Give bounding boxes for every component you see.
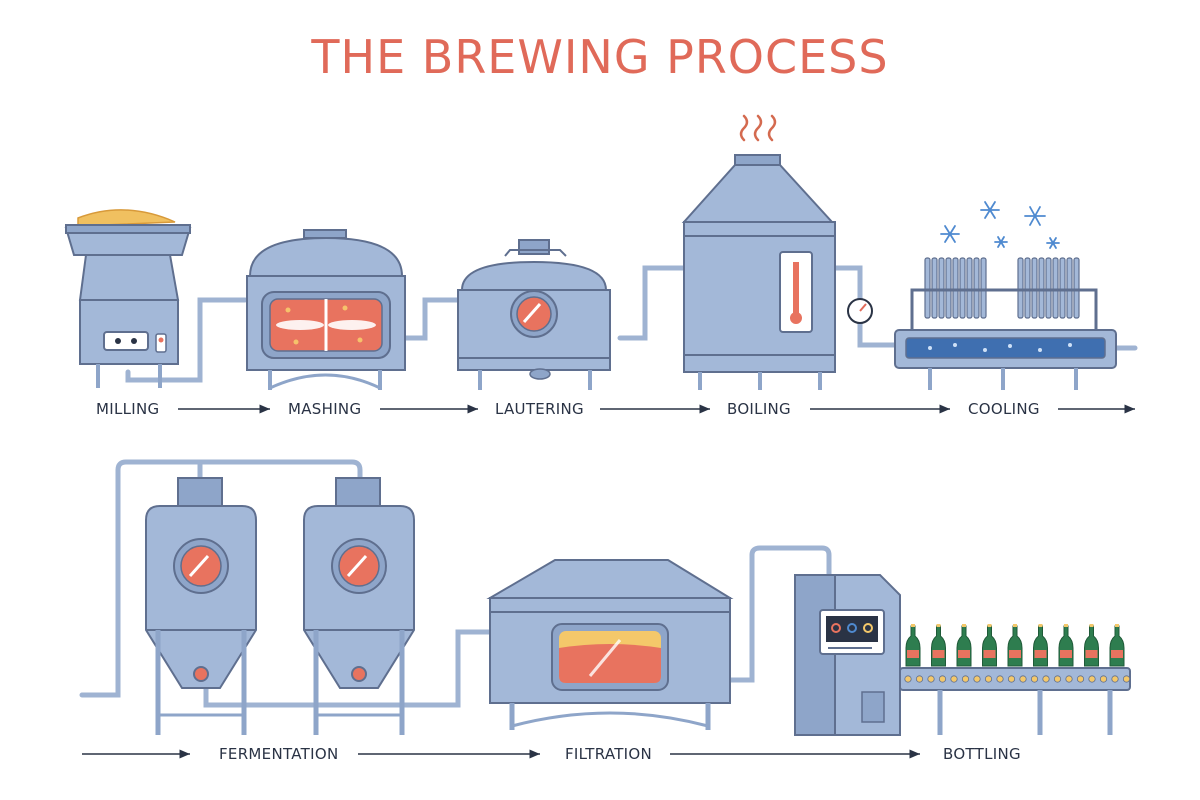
beer-bottle-icon (931, 624, 946, 667)
cooling-unit (894, 201, 1117, 390)
cooling-coil-right (1017, 257, 1080, 319)
lauter-tun (457, 239, 611, 390)
step-label-mashing: MASHING (288, 400, 362, 418)
cooling-coil-left (924, 257, 987, 319)
step-label-boiling: BOILING (727, 400, 791, 418)
step-label-lautering: LAUTERING (495, 400, 584, 418)
step-label-milling: MILLING (96, 400, 160, 418)
snowflake-icons (940, 201, 1060, 249)
beer-bottle-icon (1084, 624, 1099, 667)
step-label-filtration: FILTRATION (565, 745, 653, 763)
pipes-row1 (125, 265, 1138, 383)
fermentation-tank-2 (303, 477, 415, 735)
pipes-row2 (79, 459, 832, 708)
beer-bottle-icon (1058, 624, 1074, 667)
beer-bottle-icon (956, 624, 972, 667)
boiling-kettle (681, 114, 836, 390)
milling-machine (64, 209, 192, 388)
fermentation-tank-1 (145, 477, 257, 735)
beer-bottle-icon (1109, 624, 1125, 667)
step-label-bottling: BOTTLING (943, 745, 1021, 763)
step-label-cooling: COOLING (968, 400, 1040, 418)
beer-bottles (905, 624, 1125, 667)
beer-bottle-icon (982, 624, 997, 667)
beer-bottle-icon (1033, 624, 1048, 667)
conveyor-rollers (904, 675, 1131, 683)
page-title: THE BREWING PROCESS (311, 30, 889, 84)
bottling-machine (794, 574, 1131, 736)
beer-bottle-icon (1007, 624, 1023, 667)
filtration-unit (486, 559, 734, 730)
beer-bottle-icon (905, 624, 921, 667)
pressure-gauge (847, 298, 873, 324)
mashing-tun (246, 229, 406, 390)
step-label-fermentation: FERMENTATION (219, 745, 339, 763)
